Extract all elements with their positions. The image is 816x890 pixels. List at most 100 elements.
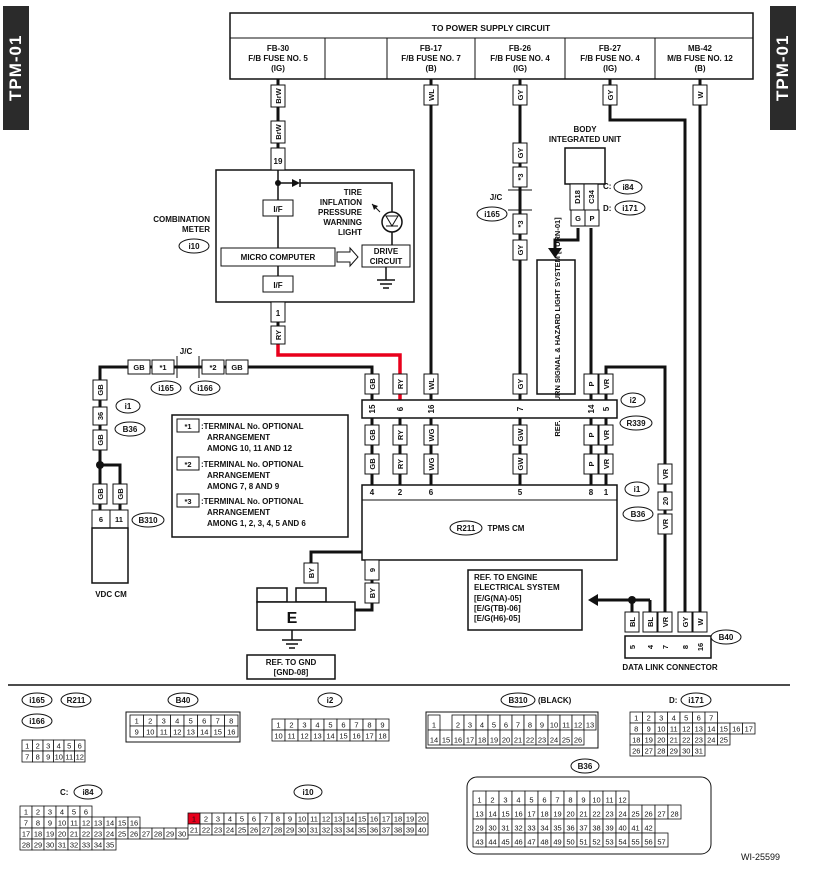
svg-text:I/F: I/F [273, 205, 282, 214]
pin-number: 18 [34, 830, 42, 839]
pin-number: 5 [492, 721, 496, 730]
pin-number: 2 [289, 721, 293, 730]
pin-number: 38 [394, 826, 402, 835]
pin-number: 6 [542, 796, 546, 805]
svg-text:GY: GY [681, 617, 690, 628]
pin-number: 14 [707, 725, 715, 734]
pin-number: 17 [22, 830, 30, 839]
svg-text:4: 4 [646, 644, 655, 649]
pin-number: 5 [72, 808, 76, 817]
pin-number: 16 [370, 815, 378, 824]
pin-number: 3 [302, 721, 306, 730]
data-link-connector: 5 4 7 8 16 B40 DATA LINK CONNECTOR [622, 629, 742, 672]
pin-number: 39 [406, 826, 414, 835]
pin-number: 5 [529, 796, 533, 805]
svg-text:GY: GY [606, 90, 615, 101]
pin-number: 20 [502, 736, 510, 745]
pin-number: 2 [36, 808, 40, 817]
pin-number: 1 [25, 742, 29, 751]
connector-i2: 15 6 16 7 14 5 i2 R339 [361, 392, 653, 431]
fuse-fb17: FB-17 F/B FUSE NO. 7 (B) [401, 44, 461, 73]
pin-number: 19 [490, 736, 498, 745]
svg-text:ARRANGEMENT: ARRANGEMENT [207, 433, 270, 442]
pin-number: 12 [173, 728, 181, 737]
pin-number: 15 [720, 725, 728, 734]
pin-number: 12 [76, 753, 84, 762]
pin-number: 1 [135, 717, 139, 726]
pin-number: 7 [24, 819, 28, 828]
tag-ry-mid: RY [392, 424, 408, 446]
svg-text:FB-26: FB-26 [509, 44, 532, 53]
svg-text:ARRANGEMENT: ARRANGEMENT [207, 508, 270, 517]
pin-number: 28 [154, 830, 162, 839]
pin-number: 30 [682, 747, 690, 756]
pin-cell [742, 722, 756, 735]
svg-text:VR: VR [661, 616, 670, 627]
pin-number: 36 [566, 824, 574, 833]
svg-text:15: 15 [368, 404, 377, 413]
svg-text:R339: R339 [626, 419, 646, 428]
pin-number: 8 [634, 725, 638, 734]
svg-text:[E/G(NA)-05]: [E/G(NA)-05] [474, 594, 522, 603]
figure-id: WI-25599 [741, 852, 780, 862]
connector-i1-right: 20 i1 B36 [622, 481, 673, 522]
svg-text:19: 19 [274, 157, 283, 166]
svg-text:GB: GB [96, 384, 105, 396]
pin-number: 9 [46, 753, 50, 762]
svg-text:8: 8 [681, 645, 690, 649]
pin-number: 15 [339, 732, 347, 741]
pin-number: 7 [216, 717, 220, 726]
svg-text:VR: VR [602, 429, 611, 440]
pin-number: 11 [65, 753, 73, 762]
svg-text:6: 6 [396, 406, 405, 411]
svg-text:(B): (B) [694, 64, 705, 73]
fuse-fb30: FB-30 F/B FUSE NO. 5 (IG) [248, 44, 308, 73]
svg-text:16: 16 [427, 404, 436, 413]
svg-text:1: 1 [604, 488, 609, 497]
tag-gb-left-1: GB [92, 379, 108, 401]
svg-text:GB: GB [133, 363, 145, 372]
pin-number: 6 [252, 815, 256, 824]
svg-text:[E/G(H6)-05]: [E/G(H6)-05] [474, 614, 521, 623]
pin-number: 27 [262, 826, 270, 835]
svg-text:i165: i165 [484, 210, 500, 219]
pin-number: 9 [540, 721, 544, 730]
svg-text:i2: i2 [630, 396, 637, 405]
svg-text:(IG): (IG) [603, 64, 617, 73]
tag-vr-right-1: VR [657, 463, 673, 485]
svg-text:F/B FUSE NO. 7: F/B FUSE NO. 7 [401, 54, 461, 63]
svg-text:*2: *2 [184, 460, 191, 469]
pin-number: 16 [454, 736, 462, 745]
pin-number: 4 [315, 721, 319, 730]
tag-w-top: W [692, 84, 708, 106]
svg-text:GB: GB [368, 378, 377, 390]
pin-number: 14 [200, 728, 208, 737]
pin-cell [224, 725, 239, 738]
svg-text:F/B FUSE NO. 4: F/B FUSE NO. 4 [490, 54, 550, 63]
pin-number: 16 [514, 810, 522, 819]
pin-number: 31 [501, 824, 509, 833]
pin-number: 9 [647, 725, 651, 734]
pin-number: 6 [202, 717, 206, 726]
svg-text::TERMINAL No. OPTIONAL: :TERMINAL No. OPTIONAL [201, 497, 304, 506]
pin-number: 13 [94, 819, 102, 828]
svg-text:WL: WL [427, 378, 436, 390]
pin-number: 7 [25, 753, 29, 762]
svg-text:REF. TO TURN SIGNAL & HAZARD L: REF. TO TURN SIGNAL & HAZARD LIGHT SYSTE… [553, 217, 562, 437]
pin-cell [415, 823, 429, 836]
pin-number: 35 [106, 841, 114, 850]
svg-text:I/F: I/F [273, 281, 282, 290]
pin-number: 32 [514, 824, 522, 833]
pin-number: 22 [202, 826, 210, 835]
svg-text:TPMS CM: TPMS CM [488, 524, 525, 533]
pin-number: 22 [526, 736, 534, 745]
pin-number: 5 [240, 815, 244, 824]
svg-text:11: 11 [115, 515, 123, 524]
pin-number: 15 [118, 819, 126, 828]
svg-text:BL: BL [628, 617, 637, 627]
pin-number: 6 [341, 721, 345, 730]
tag-gw-mid: GW [512, 424, 528, 446]
svg-text:D:: D: [669, 696, 677, 705]
pin-number: 12 [82, 819, 90, 828]
tag-gw-r211: GW [512, 453, 528, 475]
